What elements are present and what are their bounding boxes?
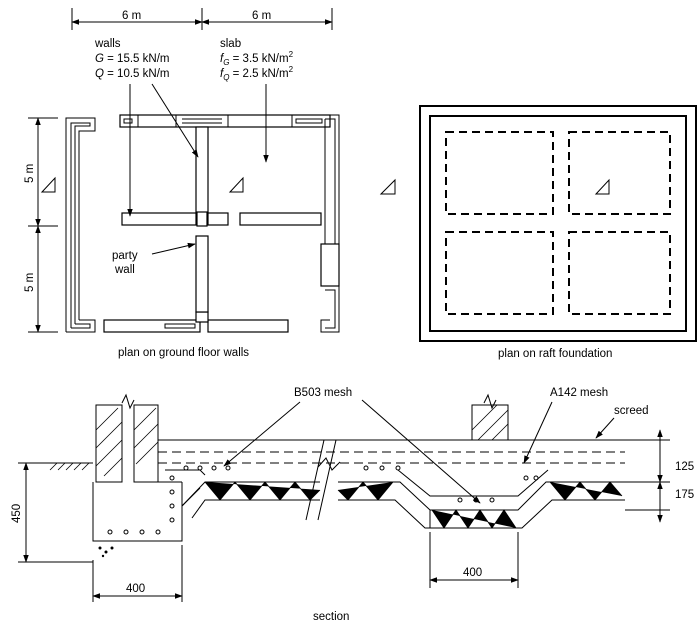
internal-walls — [121, 126, 322, 313]
dim-450: 450 — [11, 504, 23, 523]
left-dimension: 5 m 5 m — [24, 117, 58, 333]
label-a142-mesh: A142 mesh — [550, 387, 608, 399]
walls-g-symbol: G — [95, 53, 104, 65]
bottom-dimension-left: 400 — [92, 545, 183, 602]
caption-ground-floor: plan on ground floor walls — [118, 347, 249, 359]
slab-q-value: = 2.5 kN/m — [229, 68, 288, 80]
slab-q-exponent: 2 — [289, 65, 294, 74]
dim-top-left: 6 m — [122, 10, 141, 22]
slab-q-subscript: Q — [223, 73, 229, 82]
reinforcement-bars — [98, 465, 539, 558]
section-symbol-raft-center — [594, 178, 610, 195]
left-wall-section — [95, 393, 159, 483]
label-b503-mesh: B503 mesh — [294, 387, 352, 399]
slab-g-subscript: G — [223, 58, 229, 67]
slab-q-symbol: f — [220, 68, 225, 80]
slab-label: slab — [220, 38, 241, 50]
walls-q-symbol: Q — [95, 68, 104, 80]
dim-400-left: 400 — [126, 583, 145, 595]
top-dimension: 6 m 6 m — [71, 8, 333, 30]
party-wall-arrow — [151, 242, 196, 255]
ground-hatch — [48, 462, 93, 471]
left-dimension-450: 450 — [11, 462, 93, 563]
section-symbol-center — [228, 176, 244, 193]
walls-label: walls — [94, 38, 121, 50]
dim-125: 125 — [675, 461, 694, 473]
party-wall-label-1: party — [112, 250, 138, 262]
raft-plan: plan on raft foundation — [379, 105, 697, 360]
section-symbol-raft-left — [379, 178, 396, 195]
slab-g-value: = 3.5 kN/m — [229, 53, 288, 65]
ground-floor-plan: 6 m 6 m 5 m 5 m walls G = 15.5 kN/m Q = … — [24, 8, 340, 359]
b503-arrow-right — [361, 399, 481, 504]
caption-raft: plan on raft foundation — [498, 348, 612, 360]
raft-outline — [92, 439, 625, 542]
svg-text:fG = 3.5 kN/m2: fG = 3.5 kN/m2 — [220, 50, 294, 67]
section-symbol-left — [40, 176, 56, 193]
wall-pointer-arrow — [151, 83, 199, 158]
wall-load-label: walls G = 15.5 kN/m Q = 10.5 kN/m — [94, 38, 169, 80]
label-screed: screed — [614, 405, 649, 417]
slab-g-symbol: f — [220, 53, 225, 65]
screed-arrow — [595, 417, 615, 439]
section-drawing: B503 mesh A142 mesh screed 125 175 450 — [11, 387, 694, 623]
slab-load-label: slab fG = 3.5 kN/m2 fQ = 2.5 kN/m2 — [220, 38, 294, 82]
right-dimensions: 125 175 — [625, 429, 694, 523]
svg-text:G = 15.5 kN/m: G = 15.5 kN/m — [95, 53, 169, 65]
b503-arrow-left — [223, 401, 301, 467]
svg-text:fQ = 2.5 kN/m2: fQ = 2.5 kN/m2 — [220, 65, 294, 82]
a142-arrow — [523, 401, 553, 464]
perimeter-walls — [65, 114, 340, 333]
slab-g-exponent: 2 — [289, 50, 294, 59]
party-wall-label-2: wall — [114, 264, 135, 276]
dim-175: 175 — [675, 489, 694, 501]
dim-left-upper: 5 m — [24, 164, 36, 183]
caption-section: section — [313, 611, 349, 623]
right-wall-section — [471, 393, 509, 441]
walls-g-value: = 15.5 kN/m — [104, 53, 170, 65]
dim-400-right: 400 — [463, 567, 482, 579]
bottom-dimension-right: 400 — [429, 532, 519, 588]
dim-top-right: 6 m — [252, 10, 271, 22]
dim-left-lower: 5 m — [24, 273, 36, 292]
walls-q-value: = 10.5 kN/m — [104, 68, 170, 80]
svg-text:Q = 10.5 kN/m: Q = 10.5 kN/m — [95, 68, 169, 80]
